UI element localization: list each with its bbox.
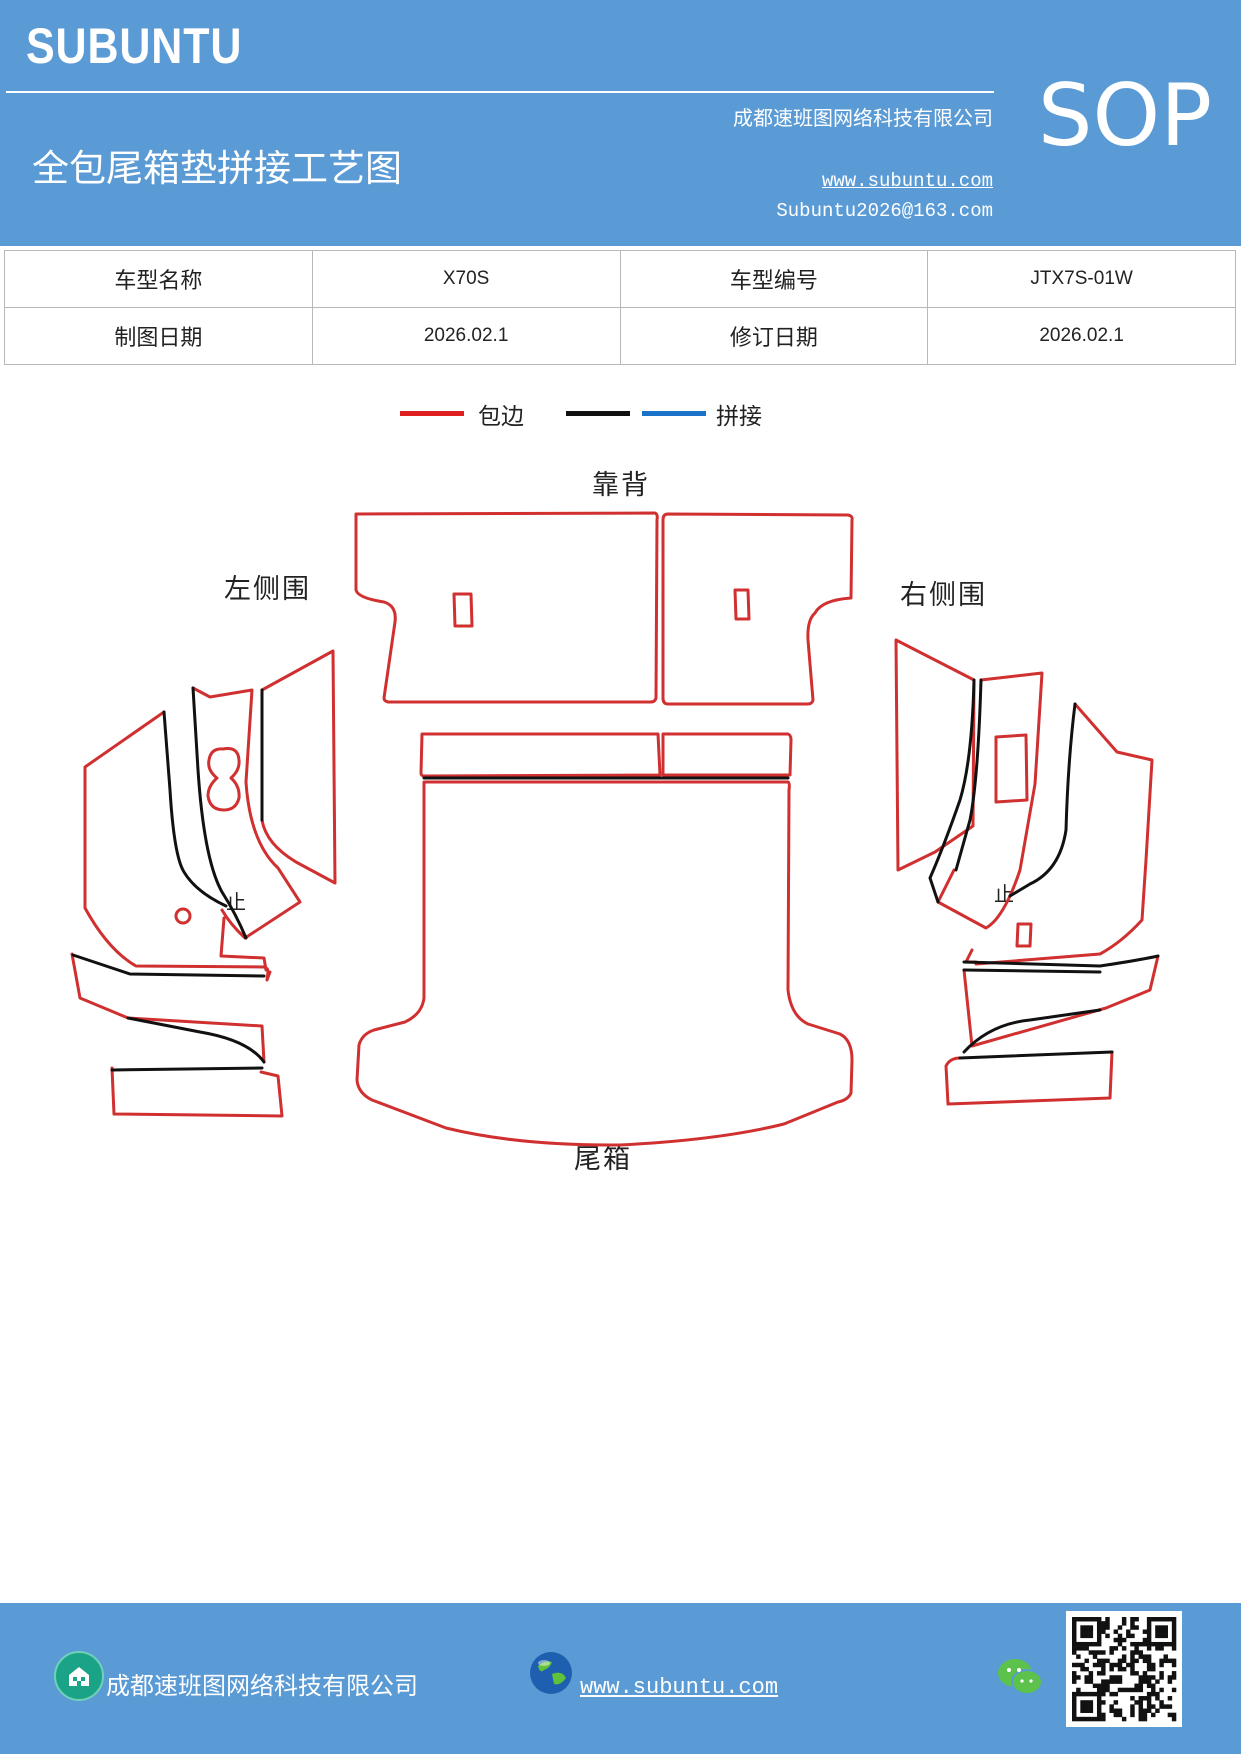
left-side-hole-round xyxy=(174,907,192,925)
right-seam-2 xyxy=(954,678,983,872)
left-side-piece-3 xyxy=(260,649,337,885)
trunk-strip-right xyxy=(661,732,793,777)
table-cell: 车型名称 xyxy=(4,250,313,308)
legend-red-line xyxy=(400,411,464,416)
right-side-piece-2 xyxy=(936,671,1044,930)
right-seam-6 xyxy=(962,1008,1102,1054)
left-side-piece-2 xyxy=(191,686,302,940)
footer-website-link[interactable]: www.subuntu.com xyxy=(580,1675,779,1700)
table-row: 制图日期 2026.02.1 修订日期 2026.02.1 xyxy=(4,307,1236,365)
left-side-low-1 xyxy=(70,952,266,1064)
brand-logo: SUBUNTU xyxy=(26,18,243,74)
line-legend: 包边 拼接 xyxy=(400,400,800,440)
table-cell: 2026.02.1 xyxy=(927,307,1236,365)
qr-code xyxy=(1066,1611,1182,1727)
right-seam-5 xyxy=(962,968,1102,974)
left-side-piece-1 xyxy=(83,710,272,982)
wechat-icon[interactable] xyxy=(996,1655,1044,1699)
left-side-low-2 xyxy=(110,1066,284,1118)
trunk-floor-panel xyxy=(355,780,854,1147)
table-cell: 修订日期 xyxy=(619,307,929,365)
page-footer: 成都速班图网络科技有限公司 www.subuntu.com xyxy=(0,1603,1241,1754)
label-trunk: 尾箱 xyxy=(574,1144,632,1175)
header-email[interactable]: Subuntu2026@163.com xyxy=(776,200,993,222)
header-website-link[interactable]: www.subuntu.com xyxy=(821,170,993,192)
legend-blue-line xyxy=(642,411,706,416)
left-seam-6 xyxy=(110,1066,264,1072)
backrest-left-panel xyxy=(354,511,659,704)
left-seam-4 xyxy=(71,953,266,978)
left-seam-5 xyxy=(126,1016,266,1064)
legend-black-line xyxy=(566,411,630,416)
header-company: 成都速班图网络科技有限公司 xyxy=(733,106,993,130)
table-cell: X70S xyxy=(311,250,621,308)
globe-icon xyxy=(528,1650,574,1696)
label-backrest: 靠背 xyxy=(592,470,650,501)
table-cell: 制图日期 xyxy=(4,307,313,365)
trunk-strip-left xyxy=(419,732,662,778)
right-side-piece-1 xyxy=(894,638,976,872)
footer-company: 成都速班图网络科技有限公司 xyxy=(106,1672,418,1700)
table-cell: 2026.02.1 xyxy=(311,307,621,365)
right-seam-4 xyxy=(962,954,1160,968)
document-title: 全包尾箱垫拼接工艺图 xyxy=(32,147,402,190)
label-left-side: 左侧围 xyxy=(224,574,311,605)
table-cell: 车型编号 xyxy=(619,250,929,308)
right-side-piece-3 xyxy=(974,702,1154,966)
table-cell: JTX7S-01W xyxy=(927,250,1236,308)
page-header: SUBUNTU 成都速班图网络科技有限公司 全包尾箱垫拼接工艺图 www.sub… xyxy=(0,0,1241,246)
trunk-mat-diagram xyxy=(70,511,1160,1147)
legend-label-wrap: 包边 xyxy=(478,404,524,430)
backrest-right-panel xyxy=(661,512,854,706)
backrest-left-hole xyxy=(452,592,474,628)
right-side-low-2 xyxy=(944,1050,1114,1106)
header-divider xyxy=(6,91,994,93)
right-side-hole-small xyxy=(1015,922,1033,948)
left-seam-2 xyxy=(191,686,248,940)
backrest-right-hole xyxy=(733,588,751,621)
vehicle-info-table: 车型名称 X70S 车型编号 JTX7S-01W 制图日期 2026.02.1 … xyxy=(4,250,1236,365)
left-side-hole-8 xyxy=(206,747,241,812)
right-side-tab xyxy=(964,948,978,964)
table-row: 车型名称 X70S 车型编号 JTX7S-01W xyxy=(4,250,1236,308)
right-seam-1 xyxy=(928,678,976,904)
right-side-low-1 xyxy=(962,954,1160,1048)
left-side-tab xyxy=(219,916,268,972)
legend-label-seam: 拼接 xyxy=(716,404,762,430)
right-seam-7 xyxy=(958,1050,1114,1060)
label-right-side: 右侧围 xyxy=(900,580,987,611)
left-seam-1 xyxy=(162,710,228,908)
sop-badge: SOP xyxy=(1037,66,1213,166)
right-seam-3 xyxy=(1008,702,1077,898)
building-icon xyxy=(54,1651,104,1701)
right-side-hole-rect xyxy=(994,733,1029,804)
